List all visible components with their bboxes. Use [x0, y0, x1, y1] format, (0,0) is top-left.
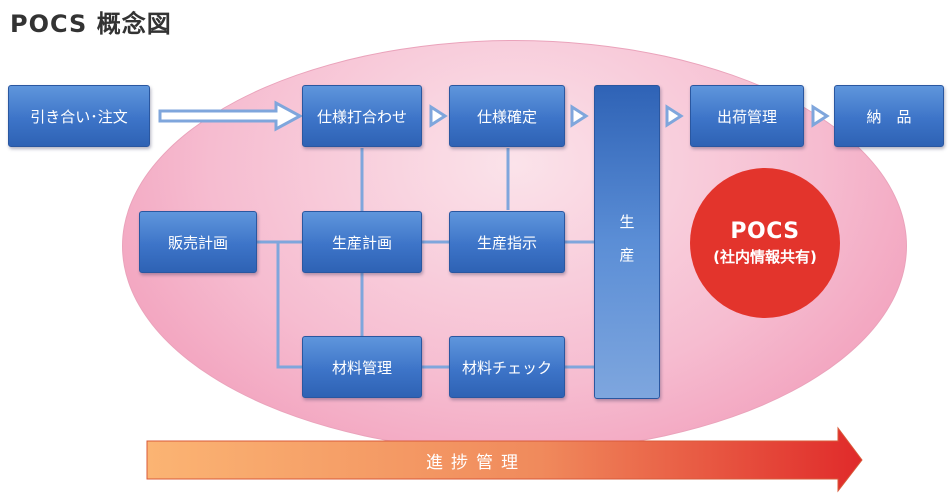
- box-production-plan: 生産計画: [302, 211, 422, 273]
- flow-arrow-inquiry-icon: [158, 100, 304, 132]
- box-production: 生産: [594, 85, 660, 399]
- box-sales-plan: 販売計画: [139, 211, 257, 273]
- flow-arrow-4-icon: [811, 104, 830, 128]
- pocs-badge: POCS (社内情報共有): [690, 168, 840, 318]
- progress-arrow-icon: [146, 426, 863, 493]
- connector-sales-to-material: [262, 240, 302, 369]
- production-label: 生産: [617, 214, 636, 280]
- box-delivery: 納 品: [834, 85, 944, 147]
- progress-label: 進捗管理: [426, 452, 526, 473]
- box-spec-meeting: 仕様打合わせ: [302, 85, 422, 147]
- box-spec-confirm: 仕様確定: [449, 85, 565, 147]
- box-shipping: 出荷管理: [690, 85, 804, 147]
- box-material-management: 材料管理: [302, 336, 422, 398]
- flow-arrow-2-icon: [570, 104, 589, 128]
- flow-arrow-3-icon: [665, 104, 684, 128]
- pocs-title: POCS: [730, 219, 800, 244]
- box-production-instruction: 生産指示: [449, 211, 565, 273]
- pocs-subtitle: (社内情報共有): [713, 248, 817, 266]
- box-inquiry: 引き合い･注文: [8, 85, 150, 147]
- flow-arrow-1-icon: [429, 104, 448, 128]
- page-title: POCS 概念図: [10, 10, 172, 38]
- box-material-check: 材料チェック: [449, 336, 565, 398]
